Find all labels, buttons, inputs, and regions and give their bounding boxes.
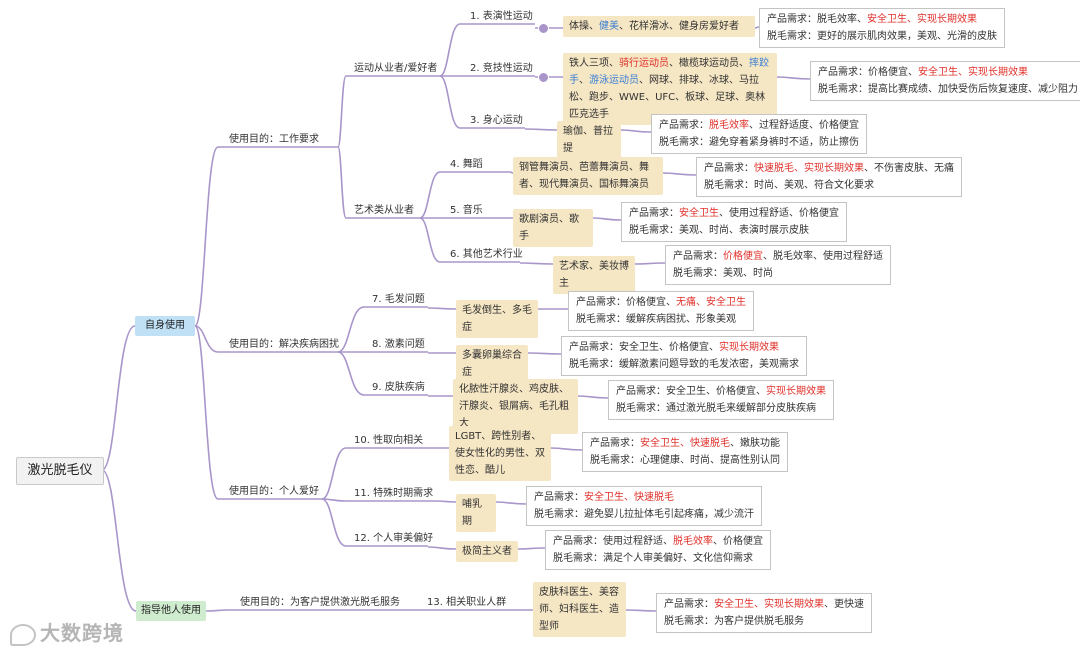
product-need-10: 产品需求：安全卫生、快速脱毛、嫩肤功能 [590,438,780,449]
item-label-6[interactable]: 6. 其他艺术行业 [450,249,523,260]
need-box-13: 产品需求：安全卫生、实现长期效果、更快速 脱毛需求：为客户提供脱毛服务 [656,593,872,633]
removal-need-10: 脱毛需求：心理健康、时尚、提高性别认同 [590,455,780,466]
need-box-1: 产品需求：脱毛效率、安全卫生、实现长期效果 脱毛需求：更好的展示肌肉效果，美观、… [759,8,1005,48]
removal-need-12: 脱毛需求：满足个人审美偏好、文化信仰需求 [553,553,753,564]
removal-need-13: 脱毛需求：为客户提供脱毛服务 [664,616,804,627]
purpose-hobby[interactable]: 使用目的：个人爱好 [229,486,319,497]
product-need-13: 产品需求：安全卫生、实现长期效果、更快速 [664,599,864,610]
people-node-4[interactable]: 钢管舞演员、芭蕾舞演员、舞者、现代舞演员、国标舞演员 [513,157,663,195]
item-label-1[interactable]: 1. 表演性运动 [470,11,533,22]
removal-need-9: 脱毛需求：通过激光脱毛来缓解部分皮肤疾病 [616,403,816,414]
branch-self-use[interactable]: 自身使用 [135,316,195,336]
removal-need-8: 脱毛需求：缓解激素问题导致的毛发浓密，美观需求 [569,359,799,370]
need-box-8: 产品需求：安全卫生、价格便宜、实现长期效果 脱毛需求：缓解激素问题导致的毛发浓密… [561,336,807,376]
group-sports[interactable]: 运动从业者/爱好者 [354,63,438,74]
product-need-8: 产品需求：安全卫生、价格便宜、实现长期效果 [569,342,779,353]
product-need-2: 产品需求：价格便宜、安全卫生、实现长期效果 [818,67,1028,78]
item-label-2[interactable]: 2. 竞技性运动 [470,63,533,74]
removal-need-11: 脱毛需求：避免婴儿拉扯体毛引起疼痛，减少流汗 [534,509,754,520]
people-node-10[interactable]: LGBT、跨性别者、使女性化的男性、双性恋、酷儿 [449,426,551,481]
need-box-4: 产品需求：快速脱毛、实现长期效果、不伤害皮肤、无痛 脱毛需求：时尚、美观、符合文… [696,157,962,197]
people-node-7[interactable]: 毛发倒生、多毛症 [456,300,538,338]
collapse-dot-1[interactable] [538,23,549,34]
need-box-2: 产品需求：价格便宜、安全卫生、实现长期效果 脱毛需求：提高比赛成绩、加快受伤后恢… [810,61,1080,101]
item-label-10[interactable]: 10. 性取向相关 [354,435,424,446]
item-label-5[interactable]: 5. 音乐 [450,205,483,216]
purpose-work[interactable]: 使用目的：工作要求 [229,134,319,145]
product-need-9: 产品需求：安全卫生、价格便宜、实现长期效果 [616,386,826,397]
people-node-2[interactable]: 铁人三项、骑行运动员、橄榄球运动员、摔跤手、游泳运动员、网球、排球、冰球、马拉松… [563,53,777,125]
product-need-5: 产品需求：安全卫生、使用过程舒适、价格便宜 [629,208,839,219]
product-need-1: 产品需求：脱毛效率、安全卫生、实现长期效果 [767,14,977,25]
people-node-12[interactable]: 极简主义者 [456,541,518,562]
removal-need-5: 脱毛需求：美观、时尚、表演时展示皮肤 [629,225,809,236]
people-node-1[interactable]: 体操、健美、花样滑冰、健身房爱好者 [563,16,755,37]
watermark-text: 大数跨境 [40,621,124,645]
product-need-3: 产品需求：脱毛效率、过程舒适度、价格便宜 [659,120,859,131]
need-box-10: 产品需求：安全卫生、快速脱毛、嫩肤功能 脱毛需求：心理健康、时尚、提高性别认同 [582,432,788,472]
need-box-12: 产品需求：使用过程舒适、脱毛效率、价格便宜 脱毛需求：满足个人审美偏好、文化信仰… [545,530,771,570]
product-need-4: 产品需求：快速脱毛、实现长期效果、不伤害皮肤、无痛 [704,163,954,174]
need-box-5: 产品需求：安全卫生、使用过程舒适、价格便宜 脱毛需求：美观、时尚、表演时展示皮肤 [621,202,847,242]
purpose-service[interactable]: 使用目的：为客户提供激光脱毛服务 [240,597,400,608]
product-need-6: 产品需求：价格便宜、脱毛效率、使用过程舒适 [673,251,883,262]
people-node-9[interactable]: 化脓性汗腺炎、鸡皮肤、汗腺炎、银屑病、毛孔粗大 [453,379,578,434]
item-label-4[interactable]: 4. 舞蹈 [450,159,483,170]
watermark: 大数跨境 [10,617,124,646]
purpose-disease[interactable]: 使用目的：解决疾病困扰 [229,339,339,350]
group-arts[interactable]: 艺术类从业者 [354,205,414,216]
need-box-6: 产品需求：价格便宜、脱毛效率、使用过程舒适 脱毛需求：美观、时尚 [665,245,891,285]
item-label-7[interactable]: 7. 毛发问题 [372,294,425,305]
product-need-12: 产品需求：使用过程舒适、脱毛效率、价格便宜 [553,536,763,547]
item-label-12[interactable]: 12. 个人审美偏好 [354,533,434,544]
collapse-dot-2[interactable] [538,72,549,83]
item-label-3[interactable]: 3. 身心运动 [470,115,523,126]
people-node-5[interactable]: 歌剧演员、歌手 [513,209,593,247]
root-node[interactable]: 激光脱毛仪 [16,457,104,485]
item-label-9[interactable]: 9. 皮肤疾病 [372,382,425,393]
people-node-8[interactable]: 多囊卵巢综合症 [456,345,528,383]
branch-guide-others[interactable]: 指导他人使用 [136,601,206,621]
people-node-11[interactable]: 哺乳期 [456,494,496,532]
people-node-6[interactable]: 艺术家、美妆博主 [553,256,635,294]
item-label-13[interactable]: 13. 相关职业人群 [427,597,507,608]
need-box-9: 产品需求：安全卫生、价格便宜、实现长期效果 脱毛需求：通过激光脱毛来缓解部分皮肤… [608,380,834,420]
product-need-7: 产品需求：价格便宜、无痛、安全卫生 [576,297,746,308]
removal-need-1: 脱毛需求：更好的展示肌肉效果，美观、光滑的皮肤 [767,31,997,42]
people-node-3[interactable]: 瑜伽、普拉提 [557,121,621,159]
watermark-logo-icon [10,623,36,646]
removal-need-7: 脱毛需求：缓解疾病困扰、形象美观 [576,314,736,325]
removal-need-2: 脱毛需求：提高比赛成绩、加快受伤后恢复速度、减少阻力 [818,84,1078,95]
people-node-13[interactable]: 皮肤科医生、美容师、妇科医生、造型师 [533,582,626,637]
need-box-3: 产品需求：脱毛效率、过程舒适度、价格便宜 脱毛需求：避免穿着紧身裤时不适，防止擦… [651,114,867,154]
item-label-8[interactable]: 8. 激素问题 [372,339,425,350]
need-box-7: 产品需求：价格便宜、无痛、安全卫生 脱毛需求：缓解疾病困扰、形象美观 [568,291,754,331]
item-label-11[interactable]: 11. 特殊时期需求 [354,488,434,499]
need-box-11: 产品需求：安全卫生、快速脱毛 脱毛需求：避免婴儿拉扯体毛引起疼痛，减少流汗 [526,486,762,526]
removal-need-3: 脱毛需求：避免穿着紧身裤时不适，防止擦伤 [659,137,859,148]
removal-need-6: 脱毛需求：美观、时尚 [673,268,773,279]
product-need-11: 产品需求：安全卫生、快速脱毛 [534,492,674,503]
removal-need-4: 脱毛需求：时尚、美观、符合文化要求 [704,180,874,191]
